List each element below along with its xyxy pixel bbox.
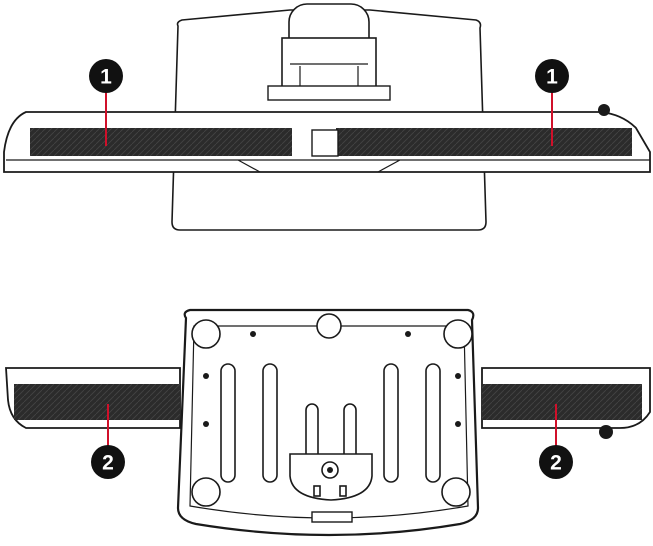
- power-button: [598, 104, 610, 116]
- callout-2-left: 2: [91, 445, 125, 479]
- callouts: 1 1 2 2: [89, 59, 573, 479]
- stand-neck: [267, 3, 391, 101]
- top-view: [3, 3, 651, 231]
- callout-2-right: 2: [539, 445, 573, 479]
- cable-clip: [289, 403, 373, 501]
- base-front-tab: [311, 511, 353, 523]
- right-grille: [336, 128, 632, 156]
- base-foot-top: [316, 313, 342, 339]
- screw-holes: [203, 331, 461, 427]
- right-bottom-grille: [482, 384, 642, 420]
- callout-1-left: 1: [89, 59, 123, 93]
- base-foot-tr: [443, 319, 473, 349]
- monitor-top-edge: [3, 104, 651, 173]
- stand-base: [176, 308, 480, 537]
- vent-slots: [220, 363, 441, 483]
- center-connector: [311, 129, 339, 157]
- left-bottom-grille: [14, 384, 180, 420]
- callout-number: 2: [102, 452, 114, 475]
- monitor-bottom-edge: [5, 367, 651, 439]
- callout-number: 1: [546, 66, 558, 89]
- base-foot-bl: [191, 477, 221, 507]
- joystick: [599, 425, 613, 439]
- left-grille: [30, 128, 292, 156]
- callout-1-right: 1: [535, 59, 569, 93]
- callout-number: 2: [550, 452, 562, 475]
- base-foot-br: [441, 477, 471, 507]
- bottom-view: [5, 308, 651, 537]
- callout-number: 1: [100, 66, 112, 89]
- base-foot-tl: [191, 319, 221, 349]
